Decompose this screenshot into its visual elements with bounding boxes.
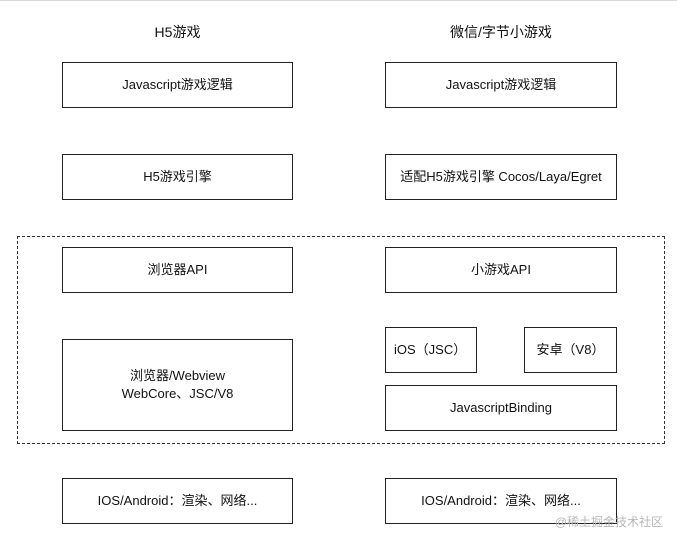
left-platform-box: IOS/Android：渲染、网络... (62, 478, 293, 524)
left-game-engine-label: H5游戏引擎 (143, 169, 212, 184)
javascript-binding-label: JavascriptBinding (450, 400, 552, 415)
right-column-title: 微信/字节小游戏 (450, 24, 552, 40)
left-game-engine-box: H5游戏引擎 (62, 154, 293, 200)
left-platform-label: IOS/Android：渲染、网络... (97, 493, 258, 508)
left-game-logic-box: Javascript游戏逻辑 (62, 62, 293, 108)
right-game-engine-box: 适配H5游戏引擎 Cocos/Laya/Egret (385, 154, 617, 200)
ios-jsc-label: iOS（JSC） (394, 342, 467, 357)
right-platform-box: IOS/Android：渲染、网络... (385, 478, 617, 524)
watermark-text: @稀土掘金技术社区 (554, 515, 663, 529)
left-column-title: H5游戏 (154, 24, 201, 40)
top-border-line (0, 0, 677, 1)
ios-jsc-box: iOS（JSC） (385, 327, 477, 373)
right-platform-label: IOS/Android：渲染、网络... (421, 493, 581, 508)
minigame-api-label: 小游戏API (471, 262, 531, 277)
android-v8-label: 安卓（V8） (536, 342, 605, 357)
browser-runtime-box: 浏览器/Webview WebCore、JSC/V8 (62, 339, 293, 431)
browser-runtime-label-line2: WebCore、JSC/V8 (121, 386, 234, 401)
minigame-api-box: 小游戏API (385, 247, 617, 293)
javascript-binding-box: JavascriptBinding (385, 385, 617, 431)
browser-api-box: 浏览器API (62, 247, 293, 293)
runtime-region-dashed-box (17, 236, 665, 444)
right-game-logic-box: Javascript游戏逻辑 (385, 62, 617, 108)
right-game-engine-label: 适配H5游戏引擎 Cocos/Laya/Egret (400, 169, 602, 184)
browser-api-label: 浏览器API (147, 262, 208, 277)
right-game-logic-label: Javascript游戏逻辑 (445, 77, 557, 92)
browser-runtime-label-line1: 浏览器/Webview (129, 368, 226, 383)
android-v8-box: 安卓（V8） (524, 327, 617, 373)
left-game-logic-label: Javascript游戏逻辑 (122, 77, 233, 92)
